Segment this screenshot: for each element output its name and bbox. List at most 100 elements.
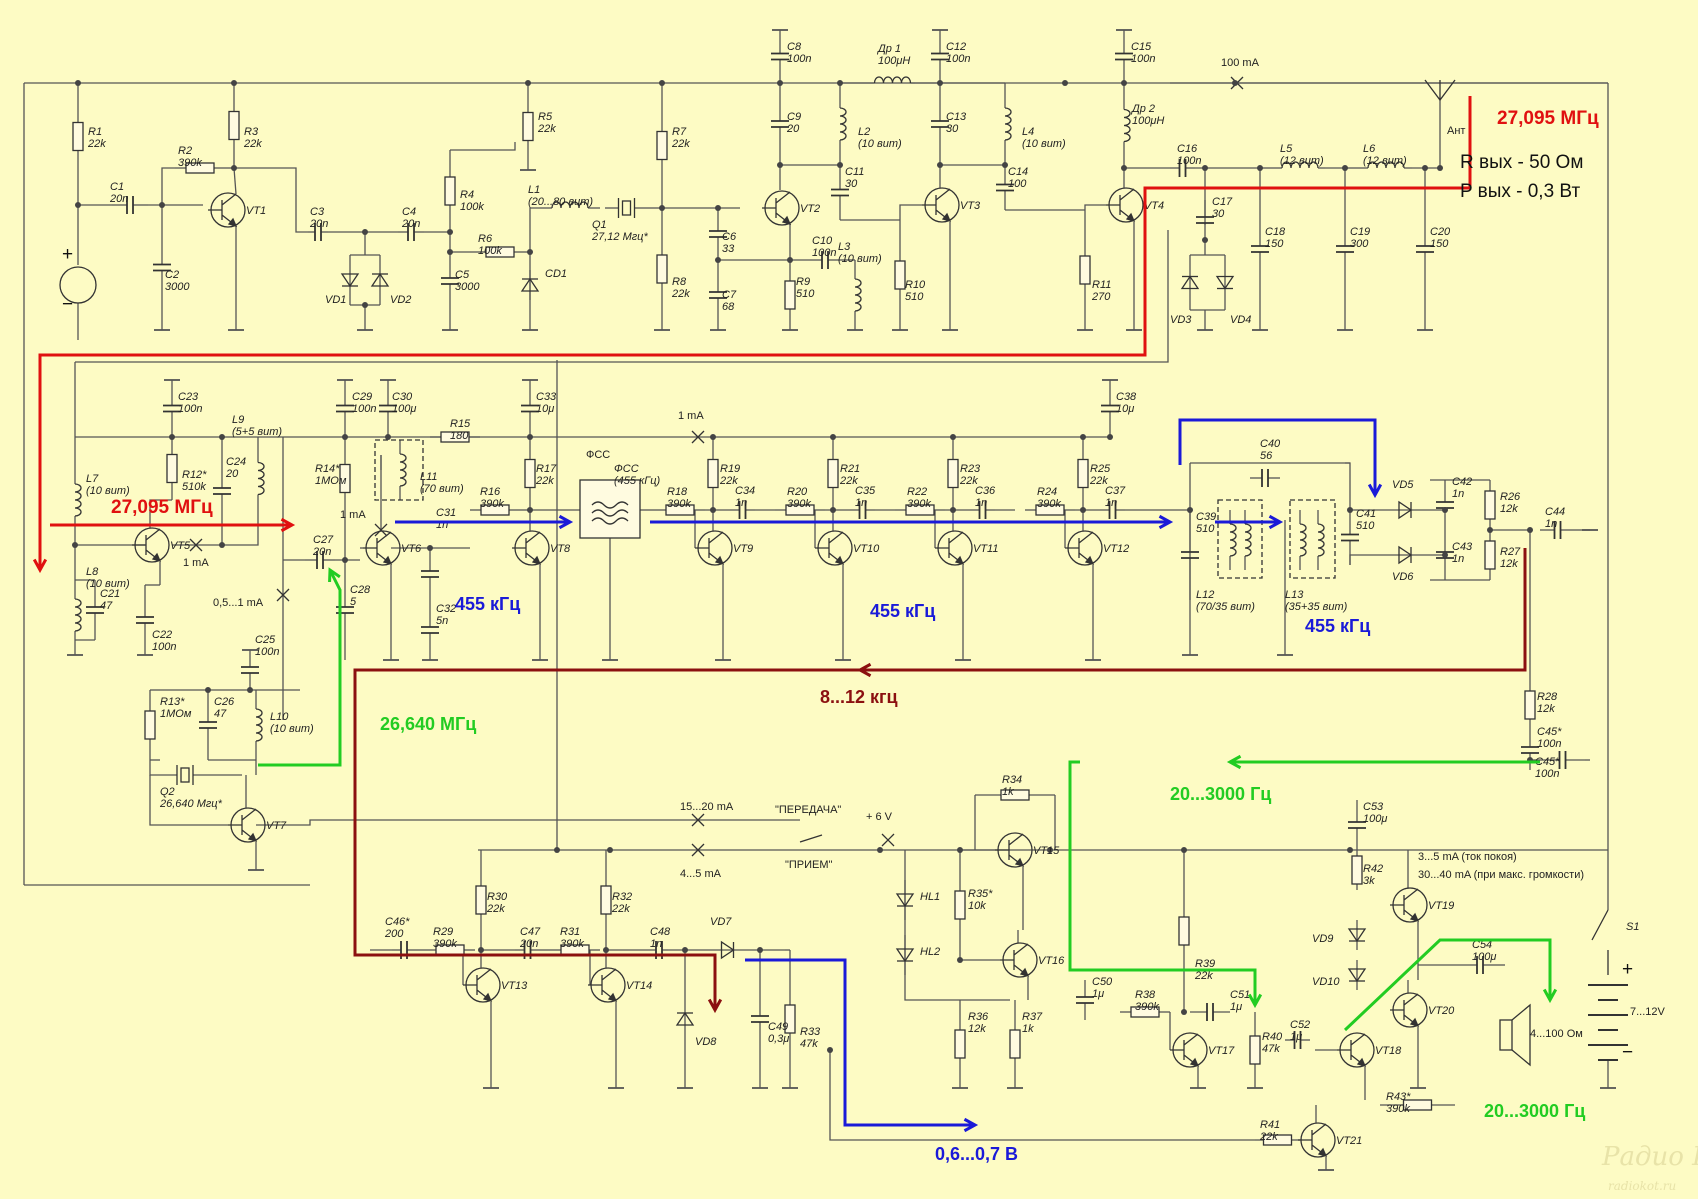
output-impedance-label: R вых - 50 Ом — [1460, 152, 1583, 173]
junction-dot — [937, 162, 943, 168]
current-1ma-if-label: 1 mA — [678, 410, 704, 422]
max-current-label: 30...40 mA (при макс. громкости) — [1418, 869, 1584, 881]
lo-frequency-label: 26,640 МГц — [380, 714, 476, 734]
component-designator: R21 — [840, 463, 860, 475]
capacitor — [86, 606, 104, 614]
speaker-cone — [1511, 1003, 1531, 1067]
antenna-label: Ант — [1447, 125, 1465, 137]
component-designator: R40 — [1262, 1031, 1283, 1043]
component-value: (10 вит) — [86, 485, 130, 497]
capacitor — [163, 404, 181, 413]
component-value: (455 кГц) — [614, 475, 661, 487]
component-designator: C1 — [110, 181, 124, 193]
transistor-leads — [1390, 993, 1419, 1027]
component-designator: C10 — [812, 235, 833, 247]
transistor-leads — [228, 808, 257, 842]
component-designator: VD1 — [325, 294, 346, 306]
component-designator: R6 — [478, 233, 493, 245]
capacitor — [831, 188, 849, 197]
ceramic-filter-fss — [579, 479, 641, 539]
component-designator: R27 — [1500, 546, 1521, 558]
current-measure-point — [691, 430, 705, 444]
component-value: (70/35 вит) — [1196, 601, 1255, 613]
transistor-leads — [935, 531, 964, 565]
junction-dot — [777, 162, 783, 168]
junction-dot — [1121, 165, 1127, 171]
component-designator: R31 — [560, 926, 580, 938]
transistor-leads — [1065, 531, 1094, 565]
resistor — [656, 130, 668, 161]
resistor — [1402, 1099, 1433, 1111]
emitter-arrow — [1019, 967, 1030, 978]
audio-path-arrow-3-head — [1542, 988, 1558, 1004]
wire — [904, 850, 1010, 1001]
junction-dot — [837, 80, 843, 86]
component-value: (10 вит) — [838, 253, 882, 265]
component-designator: R3 — [244, 126, 259, 138]
component-designator: VT15 — [1033, 845, 1060, 857]
capacitor — [1336, 245, 1354, 253]
component-designator: L7 — [86, 473, 99, 485]
component-value: 20 — [225, 468, 239, 480]
speaker — [1499, 1019, 1513, 1051]
component-value: 10μ — [1116, 403, 1134, 415]
component-value: 1n — [975, 497, 987, 509]
component-designator: S1 — [1626, 921, 1639, 933]
component-value: 390k — [787, 498, 811, 510]
component-designator: VD8 — [695, 1036, 717, 1048]
capacitor — [126, 196, 134, 214]
antenna — [1424, 79, 1456, 102]
component-value: (12 вит) — [1363, 155, 1407, 167]
component-designator: VT3 — [960, 200, 981, 212]
component-value: 180 — [450, 430, 469, 442]
component-value: 22k — [959, 475, 978, 487]
capacitor — [1553, 521, 1562, 539]
diode — [1398, 545, 1413, 565]
diode — [895, 893, 915, 908]
component-designator: VD7 — [710, 916, 732, 928]
watermark-logo: Радио КОТ — [1601, 1142, 1698, 1172]
rx-mode-label: "ПРИЕМ" — [785, 859, 833, 871]
junction-dot — [757, 947, 763, 953]
agc-path-arrow — [745, 958, 975, 1127]
resistor — [827, 458, 839, 489]
resistor — [339, 463, 351, 494]
transistor-leads — [1170, 1033, 1199, 1067]
component-value: 1МОм — [315, 475, 347, 487]
capacitor — [771, 120, 789, 128]
resistor — [444, 176, 456, 206]
component-designator: C25 — [255, 634, 276, 646]
component-designator: C28 — [350, 584, 371, 596]
component-value: 100n — [1177, 155, 1201, 167]
emitter-arrow — [247, 832, 258, 843]
component-designator: C37 — [1105, 485, 1126, 497]
component-value: 100μ — [1472, 951, 1496, 963]
component-value: 12k — [1500, 558, 1518, 570]
component-value: 100n — [1535, 768, 1559, 780]
inductor — [1229, 523, 1237, 557]
junction-dot — [957, 957, 963, 963]
junction-dot — [682, 947, 688, 953]
circuit-wires — [23, 29, 1616, 1171]
component-designator: C12 — [946, 41, 966, 53]
inductor — [1367, 161, 1405, 169]
component-value: 68 — [722, 301, 735, 313]
junction-dot — [1487, 527, 1493, 533]
transistor-leads — [463, 968, 492, 1002]
component-value: 22k — [535, 475, 554, 487]
resistor — [440, 431, 470, 443]
component-value: 100 — [1008, 178, 1027, 190]
wire — [233, 167, 237, 195]
capacitor — [1521, 746, 1539, 754]
junction-dot — [427, 545, 433, 551]
capacitor — [1476, 956, 1484, 974]
component-designator: C5 — [455, 269, 470, 281]
if-frequency-label-1: 455 кГц — [455, 594, 520, 614]
component-designator: R2 — [178, 145, 192, 157]
inductor — [74, 598, 82, 632]
current-1ma-vt5-label: 1 mA — [183, 557, 209, 569]
capacitor — [738, 501, 747, 519]
if-frequency-label-3: 455 кГц — [1305, 616, 1370, 636]
diode — [1347, 968, 1367, 983]
component-value: 1n — [1545, 518, 1557, 530]
